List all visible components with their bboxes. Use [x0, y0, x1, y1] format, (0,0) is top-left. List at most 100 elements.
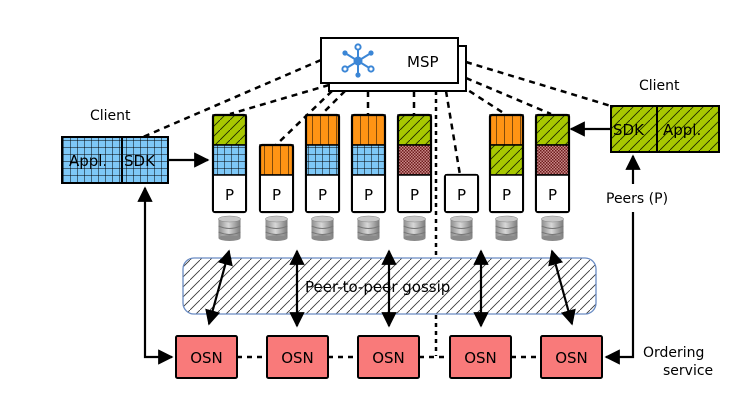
osn-label: OSN	[464, 349, 497, 367]
msp-link-peer-2	[275, 90, 333, 146]
ledger-block-green-hatched	[489, 144, 524, 176]
network-hub-icon	[341, 43, 375, 78]
osn-label: OSN	[190, 349, 223, 367]
database-icon	[541, 215, 564, 241]
client-left-appl-label: Appl.	[69, 152, 107, 170]
ledger-block-green-hatched	[397, 114, 432, 146]
osn-box	[266, 335, 329, 379]
database-icon	[357, 215, 380, 241]
peer-node[interactable]: P	[488, 113, 525, 241]
ledger-block-red-dotted	[535, 144, 570, 176]
ledger-block-green-hatched	[212, 114, 247, 146]
peer-node[interactable]: P	[350, 113, 387, 241]
ledger-block-orange-striped	[259, 144, 294, 176]
ledger-block-blue-grid	[212, 144, 247, 176]
peer-outline	[534, 113, 571, 214]
peer-label: P	[318, 186, 327, 204]
peer-body	[537, 175, 568, 211]
peer-body	[491, 175, 522, 211]
msp-link-client-right	[465, 60, 612, 108]
peer-node[interactable]: P	[258, 143, 295, 241]
arrow-client-left-osn	[137, 186, 174, 365]
peer-label: P	[502, 186, 511, 204]
database-icon	[450, 215, 473, 241]
osn-box	[449, 335, 512, 379]
client-right-appl-label: Appl.	[663, 121, 701, 139]
database-icon	[311, 215, 334, 241]
ledger-block-green-hatched	[535, 114, 570, 146]
osn-node[interactable]: OSN	[540, 335, 603, 379]
peer-node[interactable]: P	[304, 113, 341, 241]
ledger-block-orange-striped	[305, 114, 340, 146]
msp-box[interactable]: MSP	[320, 37, 467, 92]
msp-box-front	[320, 37, 459, 84]
ledger-block-orange-striped	[489, 114, 524, 146]
peer-label: P	[548, 186, 557, 204]
osn-label: OSN	[372, 349, 405, 367]
peer-body	[307, 175, 338, 211]
client-right-title: Client	[639, 78, 680, 94]
database-icon	[265, 215, 288, 241]
client-right-appl-block[interactable]	[656, 105, 720, 153]
peer-body	[261, 175, 292, 211]
ledger-block-blue-grid	[351, 144, 386, 176]
gossip-label: Peer-to-peer gossip	[305, 278, 450, 296]
peer-body	[399, 175, 430, 211]
arrow-peer8-osn5	[548, 249, 576, 326]
peer-body	[353, 175, 384, 211]
msp-label: MSP	[407, 53, 439, 71]
osn-box	[175, 335, 238, 379]
peer-outline	[396, 113, 433, 214]
peer-body	[446, 175, 477, 211]
peer-label: P	[272, 186, 281, 204]
ordering-service-label-line1: Ordering	[643, 345, 704, 361]
database-icon	[495, 215, 518, 241]
msp-link-peer-8	[465, 76, 552, 116]
peer-outline	[304, 113, 341, 214]
peer-node[interactable]: P	[534, 113, 571, 241]
peers-label: Peers (P)	[606, 191, 668, 207]
peer-node[interactable]: P	[443, 173, 480, 241]
ordering-service-label-line2: service	[663, 363, 713, 379]
client-left[interactable]: Client Appl. SDK	[61, 108, 169, 184]
peer-label: P	[364, 186, 373, 204]
peer-outline	[211, 113, 248, 214]
osn-box	[357, 335, 420, 379]
osn-group: OSN OSN OSN OSN OSN	[175, 335, 603, 379]
ledger-block-orange-striped	[351, 114, 386, 146]
client-right-sdk-label: SDK	[613, 121, 645, 139]
osn-node[interactable]: OSN	[357, 335, 420, 379]
msp-link-peer-3	[321, 90, 346, 115]
client-left-appl-block[interactable]	[61, 136, 123, 184]
msp-link-peer-7	[459, 83, 506, 116]
client-left-title: Client	[90, 108, 131, 124]
client-arrows	[137, 121, 641, 365]
database-icon	[403, 215, 426, 241]
ledger-block-blue-grid	[305, 144, 340, 176]
osn-node[interactable]: OSN	[175, 335, 238, 379]
client-left-sdk-label: SDK	[124, 152, 156, 170]
peer-node[interactable]: P	[211, 113, 248, 241]
peer-outline	[258, 143, 295, 214]
peer-label: P	[457, 186, 466, 204]
osn-label: OSN	[555, 349, 588, 367]
peer-outline	[488, 113, 525, 214]
peer-label: P	[410, 186, 419, 204]
osn-node[interactable]: OSN	[266, 335, 329, 379]
arrow-osn-to-peers-label	[604, 212, 635, 365]
osn-node[interactable]: OSN	[449, 335, 512, 379]
arrow-peer1-osn1	[205, 249, 233, 326]
peer-outline	[350, 113, 387, 214]
msp-link-peer-6	[444, 90, 462, 176]
client-right[interactable]: Client SDK Appl.	[610, 78, 720, 153]
peer-label: P	[225, 186, 234, 204]
peer-node[interactable]: P	[396, 113, 433, 241]
peer-body	[214, 175, 245, 211]
msp-links	[142, 58, 612, 176]
client-left-sdk-block[interactable]	[121, 136, 169, 184]
database-icon	[218, 215, 241, 241]
osn-box	[540, 335, 603, 379]
ledger-block-red-dotted	[397, 144, 432, 176]
